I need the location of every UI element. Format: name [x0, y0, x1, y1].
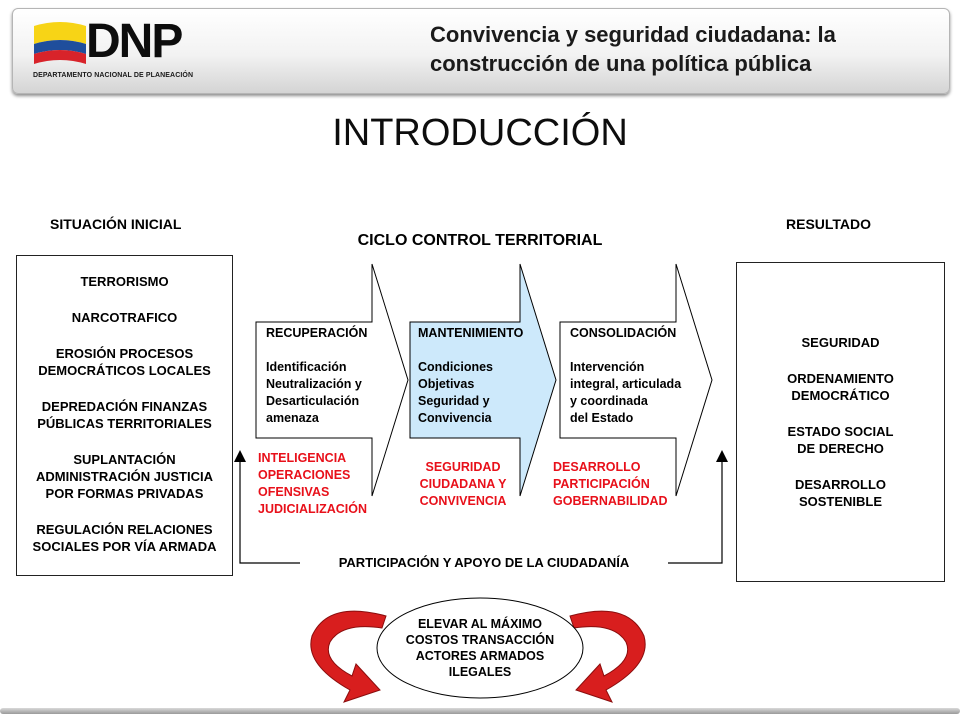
phase-line: integral, articulada: [570, 377, 682, 391]
resultado-item: SOSTENIBLE: [798, 494, 883, 509]
phase-mantenimiento-text: MANTENIMIENTO Condiciones Objetivas Segu…: [418, 325, 523, 427]
page-title: INTRODUCCIÓN: [332, 112, 628, 154]
phase-line: Condiciones: [418, 360, 494, 374]
resultado-item: DE DERECHO: [797, 441, 884, 456]
phase-line: del Estado: [570, 411, 634, 425]
situacion-item: DEPREDACIÓN FINANZAS: [41, 399, 208, 414]
participacion-connector-right: [668, 462, 723, 564]
resultado-item: DESARROLLO: [795, 477, 886, 492]
situacion-item: NARCOTRAFICO: [71, 310, 178, 325]
curved-arrow-right: [569, 610, 646, 703]
situacion-item: PÚBLICAS TERRITORIALES: [37, 416, 212, 431]
arrowhead-up-left: [234, 450, 246, 462]
phase-line: y coordinada: [570, 394, 648, 408]
red-label: CIUDADANA Y: [419, 477, 507, 491]
situacion-items: TERRORISMO NARCOTRAFICO EROSIÓN PROCESOS…: [16, 273, 233, 555]
logo-wordmark: DNP: [86, 15, 183, 68]
colombia-flag-icon: [34, 22, 86, 64]
red-label: PARTICIPACIÓN: [553, 477, 650, 491]
red-label: JUDICIALIZACIÓN: [258, 502, 368, 516]
situacion-item: REGULACIÓN RELACIONES: [36, 522, 213, 537]
header-title-line2: construcción de una política pública: [430, 51, 812, 76]
resultado-item: DEMOCRÁTICO: [791, 388, 890, 403]
red-labels-recuperacion: INTELIGENCIA OPERACIONES OFENSIVAS JUDIC…: [258, 450, 367, 518]
phase-title: RECUPERACIÓN: [266, 326, 368, 340]
phase-consolidacion-text: CONSOLIDACIÓN Intervención integral, art…: [570, 325, 681, 427]
elevar-line: COSTOS TRANSACCIÓN: [405, 633, 555, 647]
header-bar: [12, 8, 950, 94]
resultado-label: RESULTADO: [786, 216, 872, 232]
red-label: SEGURIDAD: [425, 460, 501, 474]
resultado-box: [736, 262, 945, 582]
red-labels-mantenimiento: SEGURIDAD CIUDADANA Y CONVIVENCIA: [408, 459, 518, 510]
situacion-item: EROSIÓN PROCESOS: [55, 346, 194, 361]
phase-line: Identificación: [266, 360, 347, 374]
situacion-item: SOCIALES POR VÍA ARMADA: [32, 539, 217, 554]
red-label: INTELIGENCIA: [258, 451, 347, 465]
red-label: GOBERNABILIDAD: [553, 494, 668, 508]
situacion-label: SITUACIÓN INICIAL: [50, 216, 182, 232]
situacion-item: DEMOCRÁTICOS LOCALES: [38, 363, 211, 378]
red-label: DESARROLLO: [553, 460, 641, 474]
phase-line: amenaza: [266, 411, 319, 425]
header-title-line1: Convivencia y seguridad ciudadana: la: [430, 22, 836, 47]
phase-line: Neutralización y: [266, 377, 362, 391]
phase-title: CONSOLIDACIÓN: [570, 326, 677, 340]
situacion-item: POR FORMAS PRIVADAS: [45, 486, 204, 501]
phase-title: MANTENIMIENTO: [418, 326, 524, 340]
participacion-connector-left: [239, 462, 300, 564]
red-label: OFENSIVAS: [258, 485, 330, 499]
phase-arrow-mantenimiento: [409, 263, 557, 497]
situacion-item: TERRORISMO: [80, 274, 169, 289]
red-label: OPERACIONES: [258, 468, 351, 482]
red-labels-consolidacion: DESARROLLO PARTICIPACIÓN GOBERNABILIDAD: [553, 459, 668, 510]
elevar-text: ELEVAR AL MÁXIMO COSTOS TRANSACCIÓN ACTO…: [380, 616, 580, 680]
phase-line: Desarticulación: [266, 394, 360, 408]
resultado-item: ESTADO SOCIAL: [787, 424, 894, 439]
phase-line: Intervención: [570, 360, 645, 374]
logo-subtitle: DEPARTAMENTO NACIONAL DE PLANEACIÓN: [33, 72, 194, 79]
elevar-ellipse: [376, 597, 584, 699]
curved-arrow-left: [310, 610, 387, 703]
resultado-items: SEGURIDAD ORDENAMIENTO DEMOCRÁTICO ESTAD…: [736, 334, 945, 510]
situacion-item: ADMINISTRACIÓN JUSTICIA: [36, 469, 213, 484]
red-label: CONVIVENCIA: [419, 494, 507, 508]
situacion-item: SUPLANTACIÓN: [73, 452, 176, 467]
header-title: Convivencia y seguridad ciudadana: la co…: [430, 20, 930, 78]
ciclo-label: CICLO CONTROL TERRITORIAL: [357, 232, 603, 249]
phase-arrow-recuperacion: [255, 263, 409, 497]
resultado-item: SEGURIDAD: [801, 335, 880, 350]
phase-line: Objetivas: [418, 377, 475, 391]
phase-arrow-consolidacion: [559, 263, 713, 497]
elevar-line: ELEVAR AL MÁXIMO: [417, 617, 543, 631]
phase-line: Seguridad y: [418, 394, 490, 408]
bottom-divider: [0, 708, 960, 714]
phase-line: Convivencia: [418, 411, 492, 425]
participacion-label: PARTICIPACIÓN Y APOYO DE LA CIUDADANÍA: [338, 555, 630, 570]
situacion-box: [16, 255, 233, 576]
resultado-item: ORDENAMIENTO: [787, 371, 894, 386]
elevar-line: ACTORES ARMADOS: [415, 649, 545, 663]
phase-recuperacion-text: RECUPERACIÓN Identificación Neutralizaci…: [266, 325, 367, 427]
arrowhead-up-right: [716, 450, 728, 462]
elevar-line: ILEGALES: [448, 665, 512, 679]
